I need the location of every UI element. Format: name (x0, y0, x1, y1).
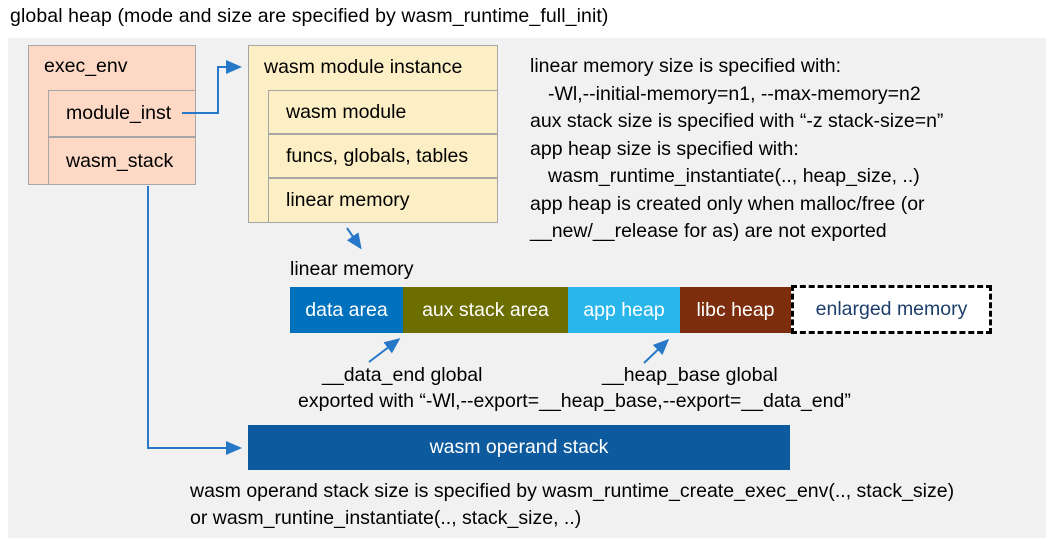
note-line: -Wl,--initial-memory=n1, --max-memory=n2 (548, 82, 921, 105)
note-line: app heap is created only when malloc/fre… (530, 192, 925, 215)
linear-memory-box: linear memory (268, 178, 498, 223)
note-line: __new/__release for as) are not exported (530, 220, 887, 242)
funcs-globals-tables-label: funcs, globals, tables (286, 144, 469, 167)
diagram-title: global heap (mode and size are specified… (10, 5, 609, 27)
segment-libc-heap-label: libc heap (696, 298, 775, 321)
note-line: linear memory size is specified with: (530, 55, 842, 77)
module-inst-label: module_inst (66, 102, 172, 124)
note-line: aux stack size is specified with “-z sta… (530, 110, 944, 132)
module-instance-label: wasm module instance (264, 56, 463, 78)
wasm-stack-label: wasm_stack (66, 149, 174, 172)
operand-stack-notes: wasm operand stack size is specified by … (190, 478, 954, 532)
segment-app-heap: app heap (568, 287, 680, 333)
segment-libc-heap: libc heap (680, 287, 791, 333)
note-line: app heap size is specified with: (530, 137, 799, 160)
segment-data-area: data area (290, 287, 403, 333)
note-line: wasm_runtime_instantiate(.., heap_size, … (548, 165, 920, 187)
funcs-globals-tables-box: funcs, globals, tables (268, 134, 498, 178)
note-line: wasm operand stack size is specified by … (190, 480, 955, 502)
linear-memory-bar-title: linear memory (290, 258, 414, 280)
note-line: or wasm_runtine_instantiate(.., stack_si… (190, 507, 582, 529)
exported-with-label: exported with “-Wl,--export=__heap_base,… (298, 390, 851, 412)
wasm-module-box: wasm module (268, 90, 498, 134)
segment-data-area-label: data area (305, 298, 388, 321)
linear-memory-box-label: linear memory (286, 189, 410, 211)
wasm-operand-stack-label: wasm operand stack (429, 436, 609, 458)
wasm-stack-box: wasm_stack (48, 137, 196, 185)
exec-env-label: exec_env (44, 55, 128, 77)
wasm-module-label: wasm module (286, 100, 407, 123)
segment-app-heap-label: app heap (583, 298, 665, 321)
heap-base-global-label: __heap_base global (602, 364, 778, 386)
data-end-global-label: __data_end global (322, 364, 483, 386)
linear-memory-notes: linear memory size is specified with: -W… (530, 53, 943, 246)
wasm-operand-stack-bar: wasm operand stack (248, 425, 790, 470)
module-inst-box: module_inst (48, 90, 196, 137)
segment-aux-stack-area: aux stack area (403, 287, 568, 333)
segment-enlarged-memory: enlarged memory (791, 285, 992, 334)
segment-enlarged-memory-label: enlarged memory (815, 298, 968, 320)
segment-aux-stack-area-label: aux stack area (422, 298, 549, 321)
